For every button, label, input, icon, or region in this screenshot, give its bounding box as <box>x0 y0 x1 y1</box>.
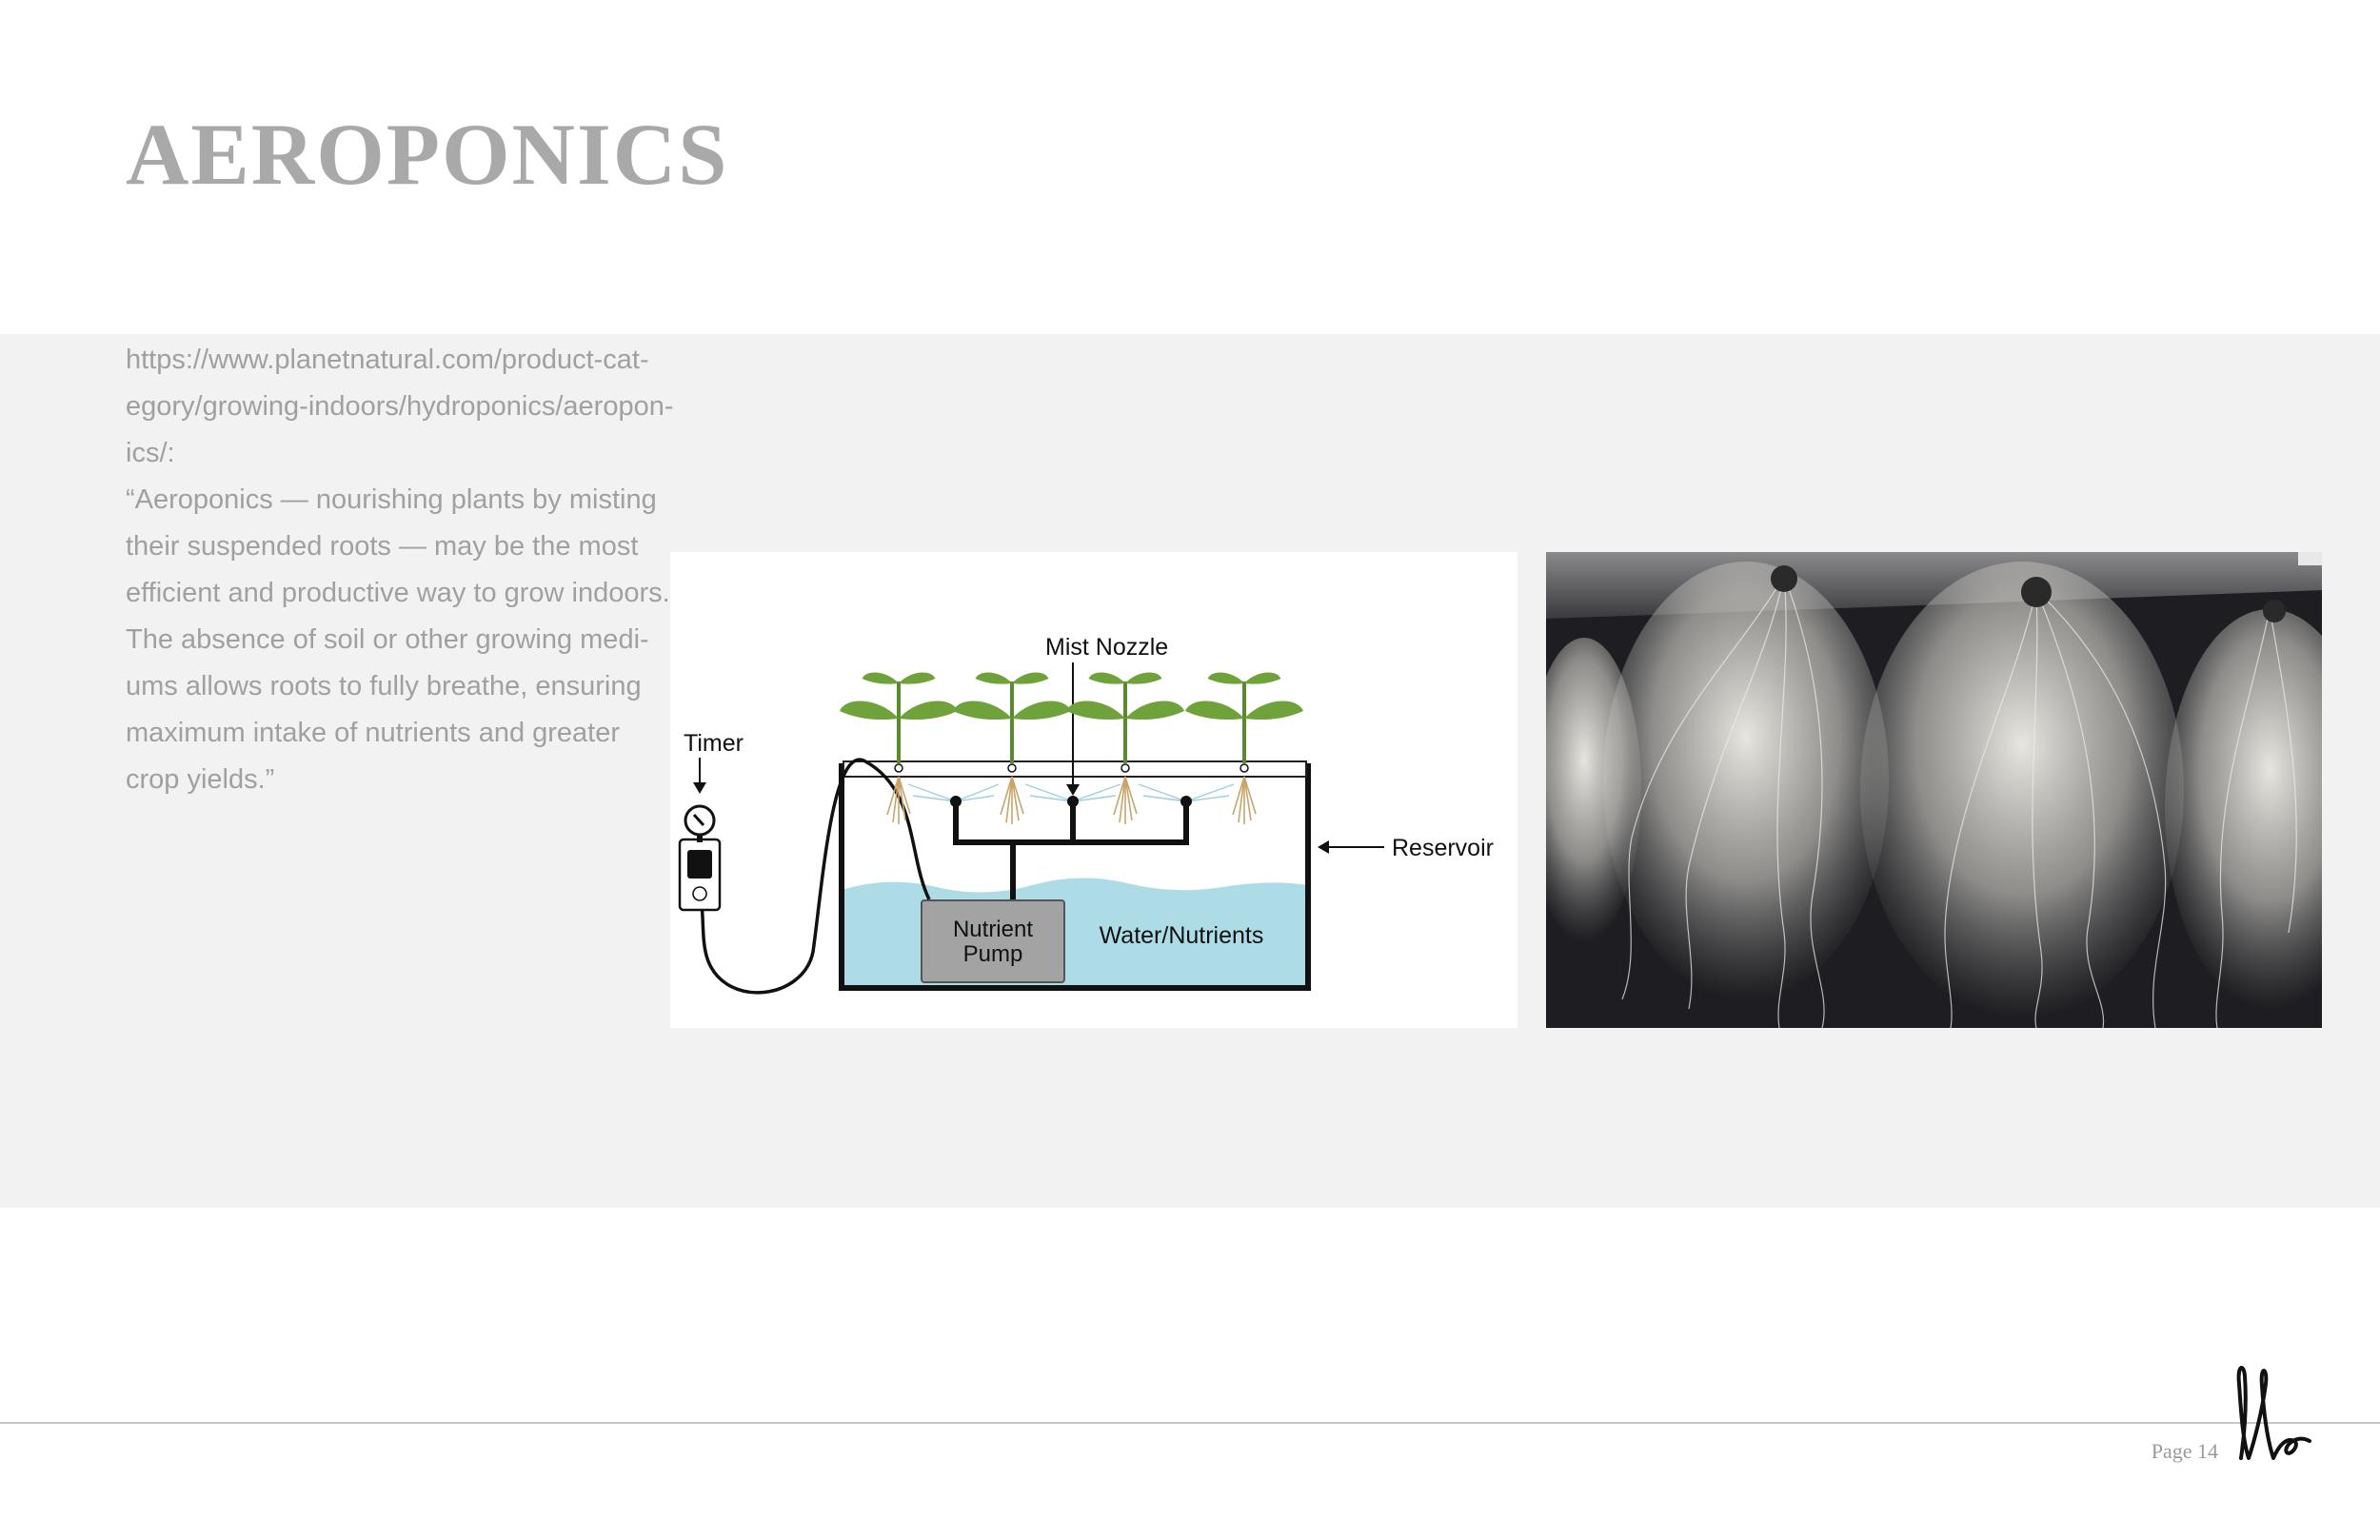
pump-label-line2: Pump <box>963 941 1023 967</box>
quote-line: ums allows roots to fully breathe, ensur… <box>126 671 642 701</box>
quote-line: efficient and productive way to grow ind… <box>126 578 670 608</box>
page-number: Page 14 <box>2151 1439 2218 1463</box>
quote-line: “Aeroponics — nourishing plants by misti… <box>126 484 657 515</box>
aeroponics-diagram: Nutrient Pump Water/Nutrients Timer Mist… <box>670 552 1517 1028</box>
plant-tray <box>843 760 1307 778</box>
source-line: https://www.planetnatural.com/product-ca… <box>126 345 649 375</box>
body-text: https://www.planetnatural.com/product-ca… <box>126 337 687 803</box>
quote-line: The absence of soil or other growing med… <box>126 624 649 655</box>
root-strands <box>1621 575 2297 1028</box>
footer-rule <box>0 1422 2380 1424</box>
reservoir-label: Reservoir <box>1392 835 1494 861</box>
plants <box>840 672 1303 773</box>
plant-roots <box>886 776 1257 824</box>
quote-line: their suspended roots — may be the most <box>126 531 639 562</box>
roots-photo <box>1546 552 2322 1028</box>
root-mass <box>1603 562 1889 999</box>
mist-nozzle-arrow-head <box>1066 784 1080 796</box>
mist-nozzle-heads <box>950 796 1192 807</box>
plant <box>840 672 958 773</box>
root-mass <box>1860 562 2184 1018</box>
power-cord <box>699 758 931 995</box>
timer-icon <box>678 804 722 912</box>
nutrient-pump <box>921 899 1065 983</box>
pump-label-line1: Nutrient <box>953 917 1033 942</box>
plant <box>1185 672 1303 773</box>
root-mass <box>2165 609 2322 1009</box>
reservoir-tank <box>839 763 1311 991</box>
reservoir-arrow-head <box>1318 840 1329 854</box>
water-label: Water/Nutrients <box>1100 922 1264 949</box>
mist-spray <box>907 783 1235 802</box>
nozzle-piping <box>953 801 1189 909</box>
signature-logo <box>2224 1346 2319 1470</box>
mist-nozzle-label: Mist Nozzle <box>1045 634 1168 661</box>
page-title: AEROPONICS <box>126 106 729 203</box>
source-line: ics/: <box>126 438 175 468</box>
plant <box>1066 672 1184 773</box>
roots-photo-svg <box>1546 552 2322 1028</box>
quote-line: crop yields.” <box>126 764 275 795</box>
root-mass <box>1546 638 1641 942</box>
diagram-svg: Nutrient Pump Water/Nutrients Timer Mist… <box>678 634 1494 995</box>
plant <box>953 672 1071 773</box>
timer-arrow-head <box>693 782 706 794</box>
page-number-box: Page 14 <box>2108 1433 2222 1471</box>
source-line: egory/growing-indoors/hydroponics/aeropo… <box>126 391 674 422</box>
quote-line: maximum intake of nutrients and greater <box>126 718 621 748</box>
timer-label: Timer <box>684 730 744 757</box>
